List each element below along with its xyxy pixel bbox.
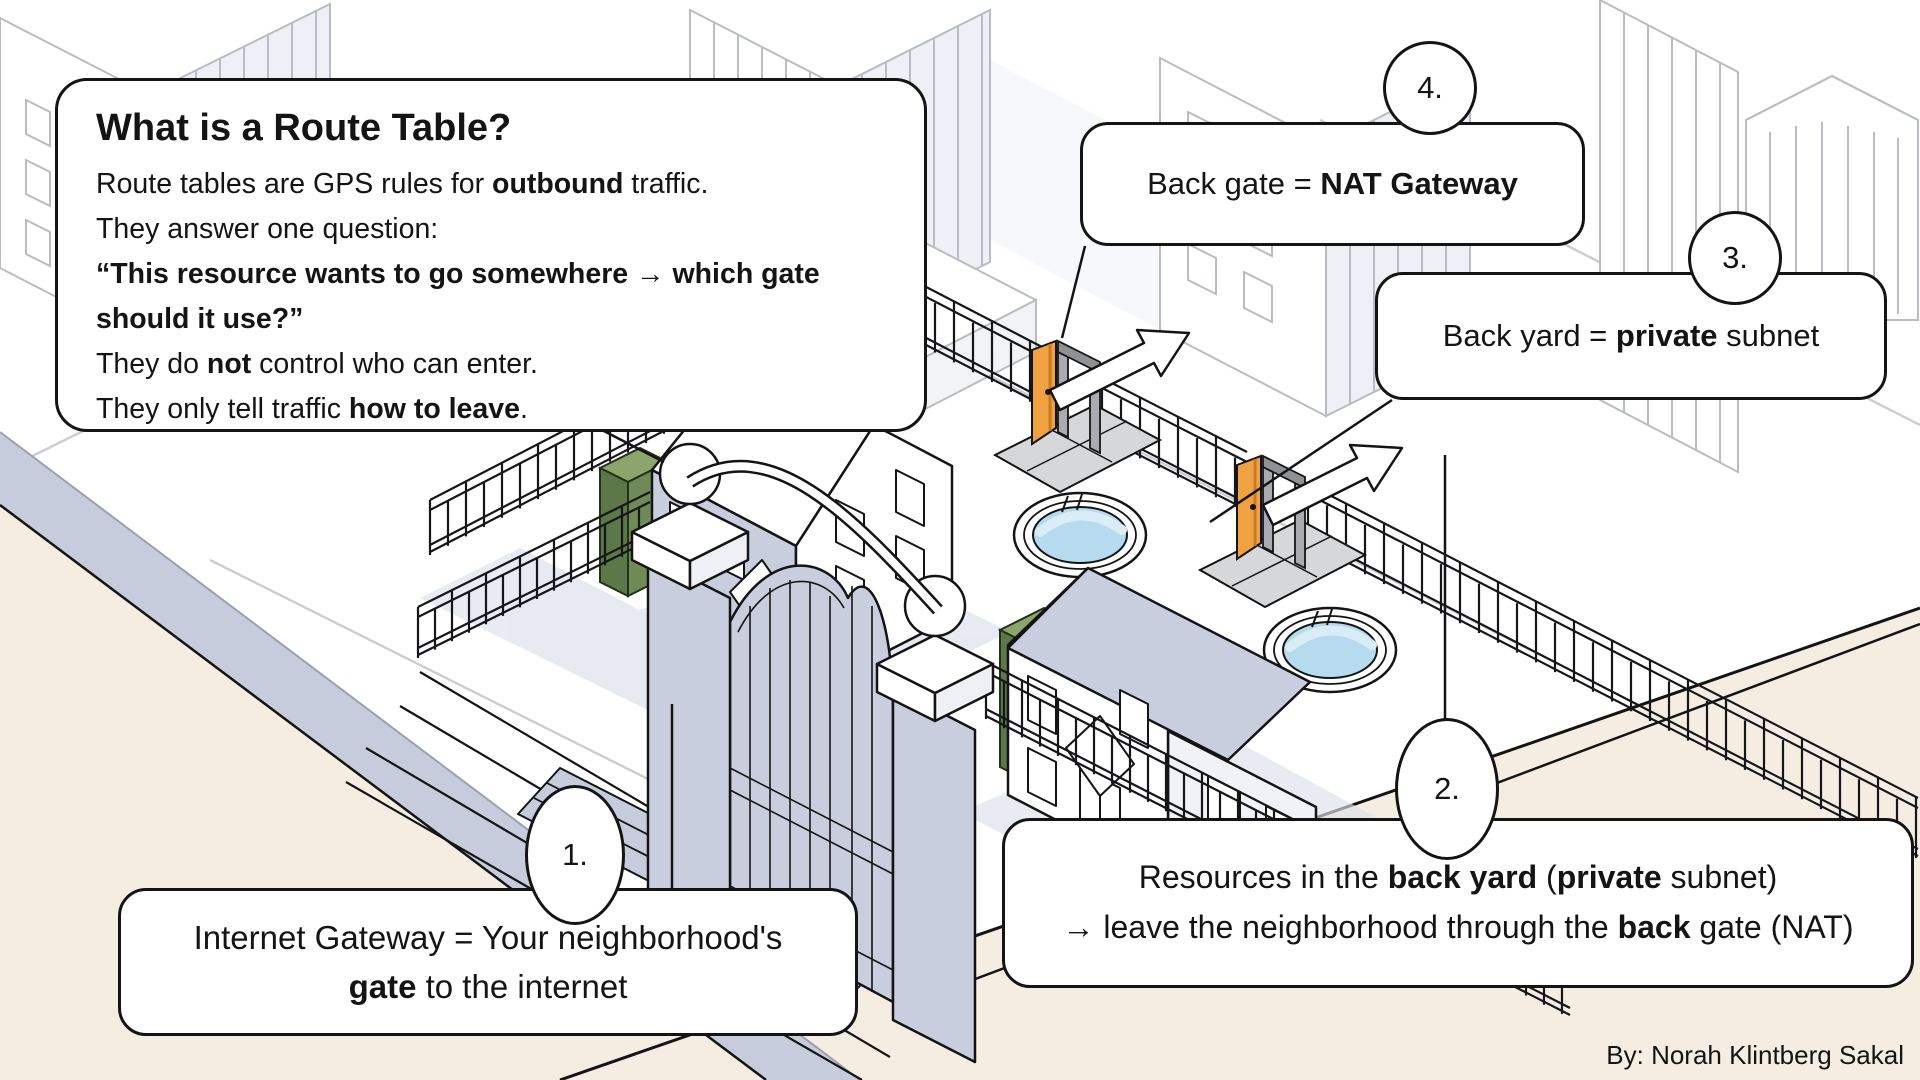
leader-private-to-yard: [1209, 398, 1393, 524]
leader-nat-to-door1: [1060, 245, 1087, 339]
step-2-badge: 2.: [1395, 718, 1499, 860]
route-table-explainer-box: What is a Route Table? Route tables are …: [55, 78, 927, 432]
outbound-arrow-2: [1261, 443, 1404, 527]
pool-2: [1262, 606, 1398, 694]
author-credit: By: Norah Klintberg Sakal: [1606, 1040, 1904, 1070]
resources-line: → leave the neighborhood through the bac…: [1062, 909, 1854, 945]
fence-front-left: [416, 491, 651, 658]
door-2-orange-leaf: [1236, 454, 1262, 561]
explainer-line: Route tables are GPS rules for outbound …: [96, 168, 709, 200]
explainer-title: What is a Route Table?: [96, 107, 512, 149]
explainer-line: “This resource wants to go somewhere → w…: [96, 258, 820, 336]
back-gate-door-2: [1197, 454, 1368, 609]
nat-gateway-label: Back gate = NAT Gateway: [1147, 166, 1518, 201]
private-subnet-callout: Back yard = private subnet: [1375, 272, 1887, 400]
igw-line: Internet Gateway = Your neighborhood's: [193, 918, 783, 956]
gate-swoosh: [687, 462, 941, 613]
fence-back-right-3: [1306, 483, 1919, 858]
resources-line: Resources in the back yard (private subn…: [1138, 859, 1778, 896]
door-2-platform: [1197, 518, 1368, 609]
leader-main-to-gate: [601, 428, 665, 464]
door-1-platform: [992, 403, 1163, 494]
nat-gateway-callout: Back gate = NAT Gateway: [1080, 122, 1585, 246]
explainer-line: They do not control who can enter.: [96, 348, 538, 381]
outbound-arrow-1: [1048, 328, 1191, 412]
step-1-badge: 1.: [525, 785, 625, 925]
step-3-badge: 3.: [1688, 211, 1782, 305]
step-4-badge: 4.: [1383, 41, 1477, 135]
pool-1: [1012, 491, 1148, 579]
explainer-line: They only tell traffic how to leave.: [96, 393, 528, 426]
private-subnet-label: Back yard = private subnet: [1442, 318, 1820, 353]
internet-gateway-callout: Internet Gateway = Your neighborhood's g…: [118, 888, 858, 1036]
igw-line: gate to the internet: [348, 968, 628, 1005]
leader-lines: [601, 245, 1447, 890]
explainer-line: They answer one question:: [96, 213, 439, 246]
gate-pillar-right: [875, 574, 995, 1064]
back-gate-door-1: [992, 339, 1163, 494]
